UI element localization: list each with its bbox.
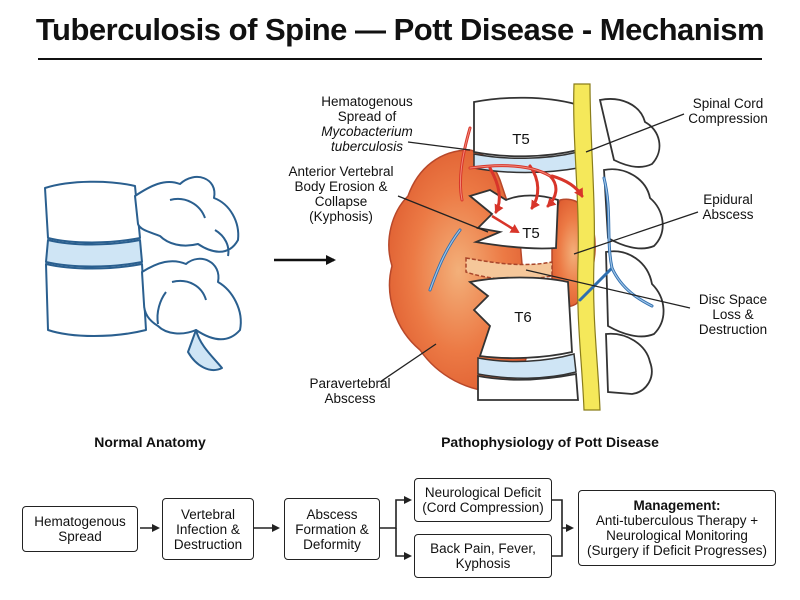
flow-back-line2: Kyphosis [455, 556, 511, 571]
label-hematogenous-italic2: tuberculosis [330, 139, 404, 154]
flow-step1-line2: Spread [58, 529, 102, 544]
flow-arrow-branch-down [395, 528, 412, 560]
flow-arrow-branch-up [380, 496, 412, 529]
normal-lower-vertebra [45, 263, 147, 337]
flow-mgmt-line3: (Surgery if Deficit Progresses) [586, 543, 768, 558]
flow-step3-line1: Abscess [306, 506, 358, 522]
label-spinal-line2: Compression [688, 111, 768, 126]
label-disc-line2: Loss & [712, 307, 754, 322]
spinal-cord [573, 83, 601, 411]
flow-neuro-line1: Neurological Deficit [424, 485, 542, 500]
caption-pathophysiology: Pathophysiology of Pott Disease [441, 434, 659, 450]
label-epidural-line1: Epidural [703, 192, 753, 207]
title-underline [38, 58, 762, 60]
label-disc-line1: Disc Space [698, 292, 768, 307]
label-epidural-line2: Abscess [702, 207, 754, 222]
label-anterior-line2: Body Erosion & [294, 179, 388, 194]
flow-step3-line2: Formation & [295, 521, 369, 537]
label-anterior-line3: Collapse [314, 194, 368, 209]
lower-vertebra-partial [477, 372, 579, 401]
label-t6: T6 [514, 309, 532, 326]
flow-mgmt-line2: Neurological Monitoring [606, 528, 748, 543]
destroyed-disc [465, 257, 553, 281]
label-hematogenous-italic1: Mycobacterium [321, 124, 413, 139]
label-spinal-line1: Spinal Cord [692, 96, 764, 111]
normal-lower-posterior [141, 257, 242, 341]
flow-box-back-pain: Back Pain, Fever,Kyphosis [414, 534, 552, 578]
label-hematogenous-line1: Hematogenous [321, 94, 413, 109]
flow-mgmt-line1: Anti-tuberculous Therapy + [595, 513, 759, 528]
label-disc-line3: Destruction [698, 322, 768, 337]
leader-lines [379, 113, 699, 383]
flow-box-neurological-deficit: Neurological Deficit(Cord Compression) [414, 478, 552, 522]
label-paravertebral-line1: Paravertebral [309, 376, 391, 391]
flow-step2-line3: Destruction [173, 536, 243, 552]
caption-normal-anatomy: Normal Anatomy [94, 434, 206, 450]
label-paravertebral-abscess: Paravertebral Abscess [300, 376, 400, 406]
label-spinal-cord: Spinal Cord Compression [676, 96, 780, 126]
label-anterior-erosion: Anterior Vertebral Body Erosion & Collap… [278, 164, 404, 224]
normal-disc [45, 239, 143, 268]
flow-step2-line1: Vertebral [180, 506, 236, 522]
label-anterior-line1: Anterior Vertebral [288, 164, 394, 179]
lower-disc [477, 353, 577, 379]
flow-step1-line1: Hematogenous [34, 514, 126, 529]
label-t5-lower: T5 [522, 225, 540, 242]
label-paravertebral-line2: Abscess [324, 391, 376, 406]
flow-back-line1: Back Pain, Fever, [430, 541, 536, 556]
label-hematogenous-line2: Spread of [337, 109, 397, 124]
flow-mgmt-title: Management: [633, 498, 721, 513]
flow-arrow-merge [552, 499, 572, 557]
normal-spine-illustration [44, 175, 242, 371]
label-anterior-line4: (Kyphosis) [309, 209, 373, 224]
flow-neuro-line2: (Cord Compression) [422, 500, 544, 515]
flow-box-management: Management: Anti-tuberculous Therapy + N… [578, 490, 776, 566]
flow-step3-line3: Deformity [303, 536, 361, 552]
flow-step2-line2: Infection & [176, 521, 240, 537]
t6-body [467, 276, 573, 359]
label-disc-space: Disc Space Loss & Destruction [686, 292, 780, 337]
label-epidural-abscess: Epidural Abscess [686, 192, 770, 222]
label-t5-upper: T5 [512, 131, 530, 148]
label-hematogenous-spread: Hematogenous Spread of Mycobacterium tub… [300, 94, 434, 154]
normal-upper-posterior [134, 175, 240, 253]
page-title: Tuberculosis of Spine — Pott Disease - M… [35, 12, 765, 47]
normal-upper-vertebra [44, 180, 141, 244]
